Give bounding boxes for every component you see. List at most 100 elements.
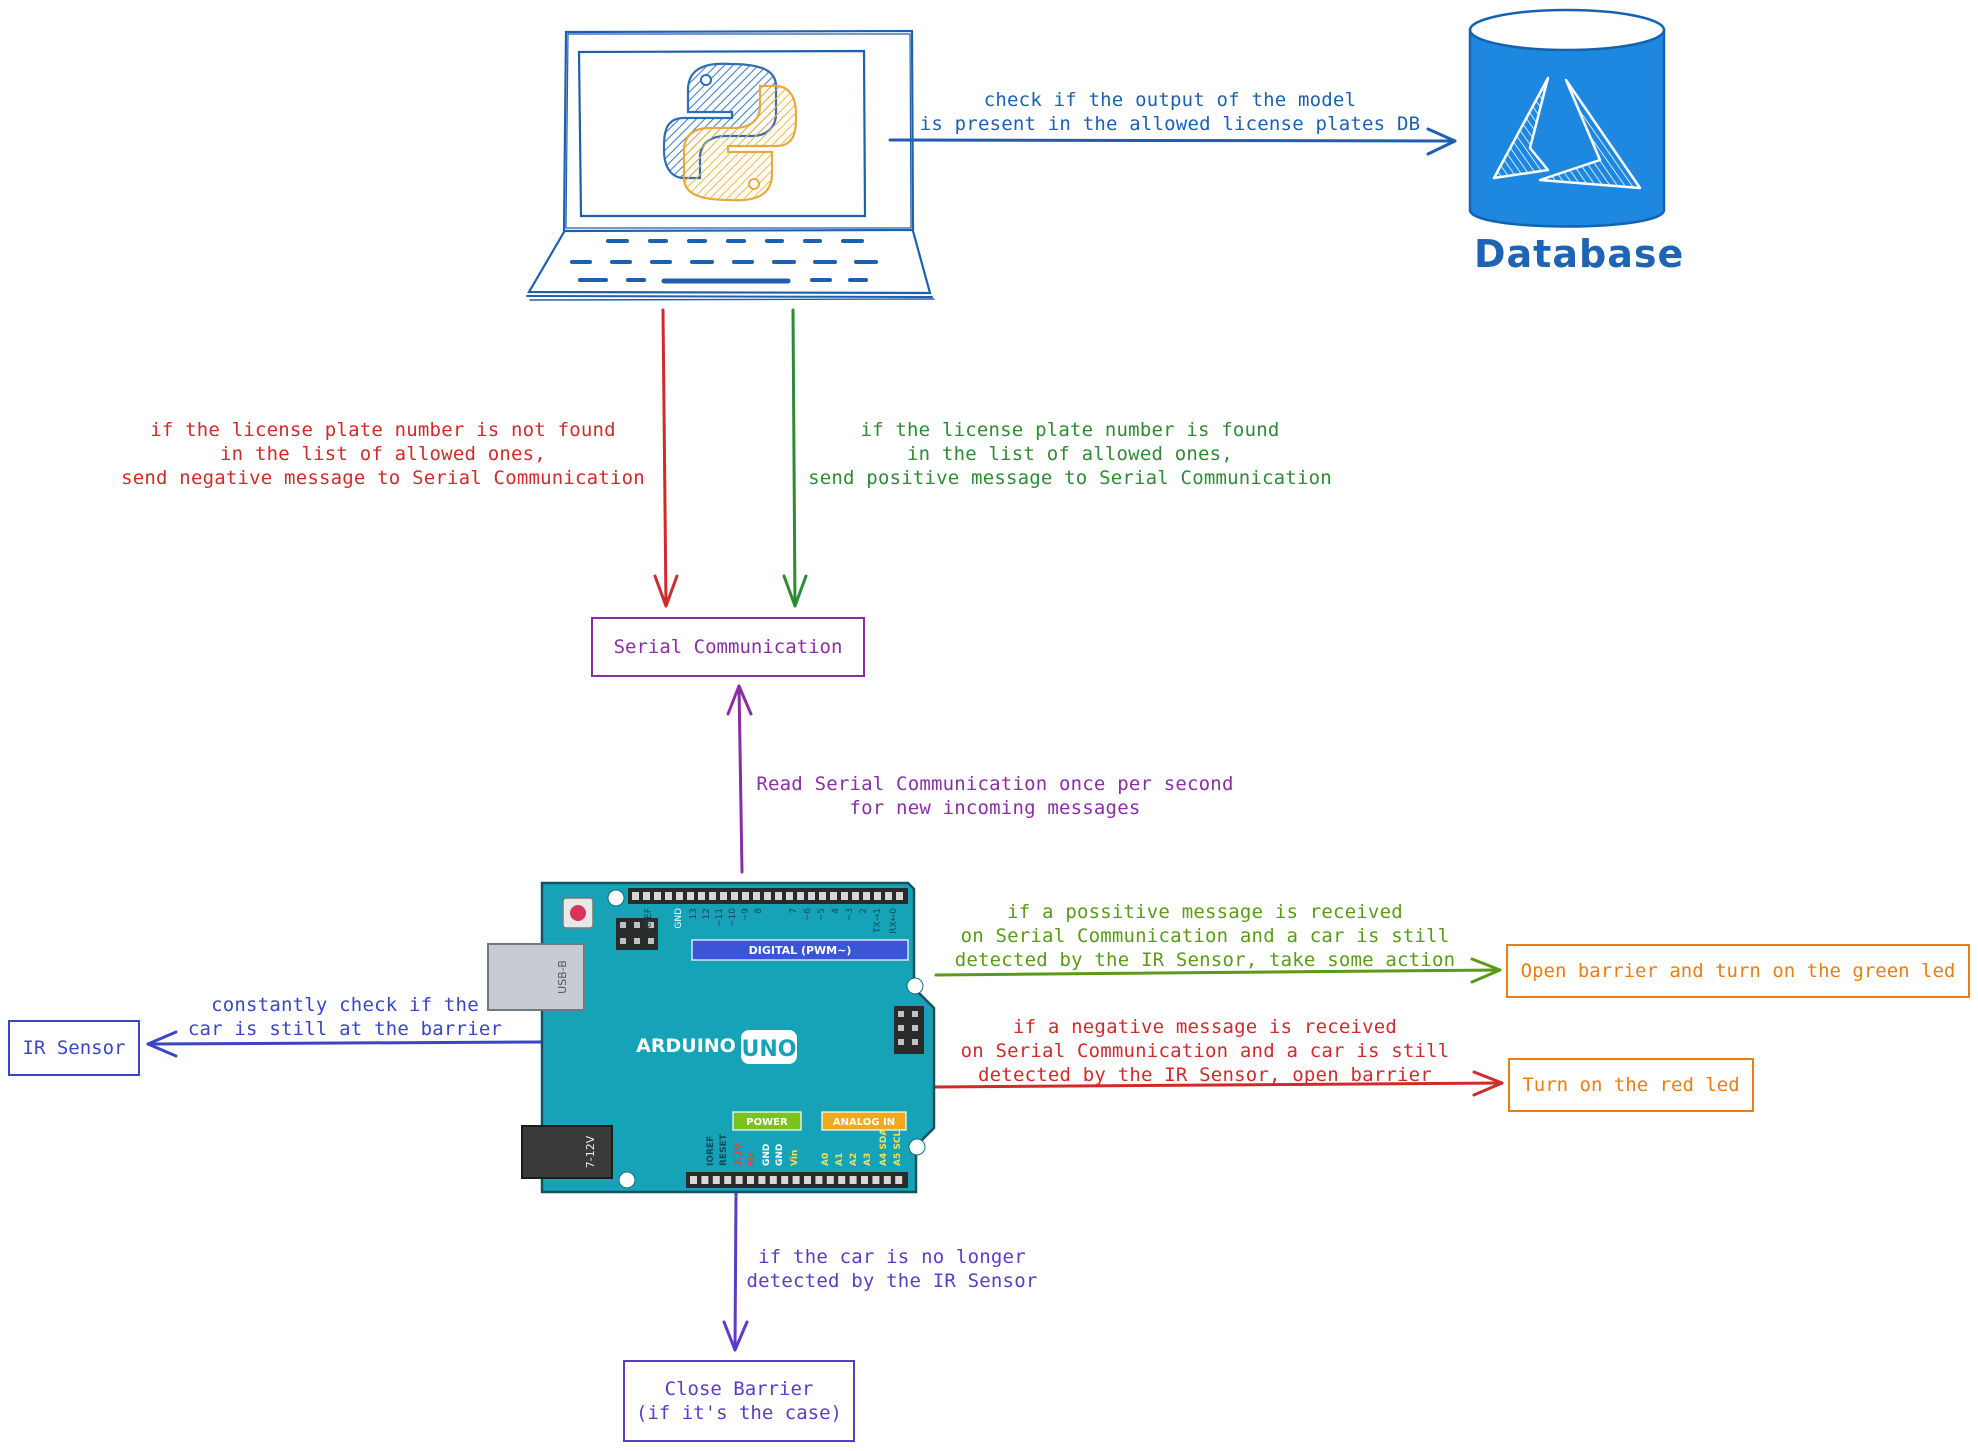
arrow-board-to-open-green [934, 957, 1502, 984]
header-pin-slot [863, 892, 870, 900]
arrow-board-to-red-led [932, 1070, 1504, 1097]
digital-pwm-label: DIGITAL (PWM~) [749, 944, 852, 957]
header-pin-slot [861, 1176, 868, 1184]
header-pin-slot [758, 1176, 766, 1184]
header-pin-slot [808, 892, 815, 900]
header-pin-slot [804, 1176, 811, 1184]
top-pin-label: AREF [644, 908, 654, 931]
bottom-pin-label: GND [762, 1144, 772, 1166]
top-pin-label: ~9 [741, 908, 751, 922]
header-pin-slot [724, 1176, 732, 1184]
bottom-pin-label: A1 [835, 1153, 845, 1166]
bottom-pin-label: GND [775, 1144, 785, 1166]
top-pin-label: GND [674, 908, 684, 929]
dc-jack [521, 1125, 613, 1179]
header-pin-slot [830, 892, 837, 900]
top-pin-label: ~5 [817, 908, 827, 921]
header-pin-slot [775, 892, 782, 900]
bottom-pin-label: 5V [747, 1153, 757, 1166]
header-pin-slot [731, 892, 738, 900]
header-pin-slot [712, 1176, 720, 1184]
top-pin-label: RX←0 [889, 908, 899, 934]
header-pin-slot [720, 892, 727, 900]
header-pin-slot [735, 1176, 743, 1184]
bottom-pin-label: 3.3V [734, 1143, 744, 1166]
uno-model-label: UNO [742, 1037, 797, 1062]
header-pin-slot [687, 892, 694, 900]
header-pin-slot [676, 892, 683, 900]
header-pin-slot [632, 892, 639, 900]
header-pin-slot [874, 892, 881, 900]
header-pin-slot [786, 892, 793, 900]
edge-label-negative-received: if a negative message is received on Ser… [960, 1016, 1450, 1086]
edge-label-negative: if the license plate number is not found… [121, 419, 645, 489]
edge-label-read-serial: Read Serial Communication once per secon… [756, 773, 1234, 819]
top-pin-label: ~11 [715, 908, 725, 927]
bottom-pin-label: A4 SDA [879, 1129, 889, 1166]
close-barrier-box: Close Barrier (if it's the case) [623, 1360, 855, 1442]
header-pin-slot [747, 1176, 754, 1184]
header-pin-slot [698, 892, 705, 900]
arrow-laptop-to-database [888, 127, 1457, 156]
header-pin-slot [819, 892, 826, 900]
bottom-pin-label: RESET [719, 1133, 729, 1166]
header-pin-slot [883, 1176, 891, 1184]
bottom-pin-label: IOREF [706, 1136, 716, 1166]
edge-label-possitive-received: if a possitive message is received on Se… [954, 901, 1456, 971]
header-pin-slot [885, 892, 892, 900]
dc-jack-label: 7-12V [584, 1135, 597, 1168]
top-pin-label: 7 [789, 908, 799, 914]
header-pin-slot [838, 1176, 846, 1184]
database-icon [1468, 8, 1666, 228]
usb-port [487, 943, 585, 1011]
edge-label-check-ir: constantly check if the car is still at … [187, 994, 503, 1040]
python-logo-icon [662, 62, 798, 202]
usb-label: USB-B [556, 960, 569, 994]
edge-label-laptop-to-db: check if the output of the model is pres… [919, 89, 1421, 135]
header-pin-slot [872, 1176, 880, 1184]
header-pin-slot [690, 1176, 697, 1184]
edge-label-no-longer: if the car is no longer detected by the … [746, 1246, 1038, 1292]
ir-sensor-box: IR Sensor [8, 1020, 140, 1076]
header-pin-slot [896, 892, 903, 900]
bottom-pin-label: Vin [790, 1150, 800, 1166]
serial-communication-box: Serial Communication [591, 617, 865, 677]
header-pin-slot [895, 1176, 903, 1184]
header-pin-slot [849, 1176, 857, 1184]
header-pin-slot [792, 1176, 800, 1184]
red-led-box: Turn on the red led [1508, 1058, 1754, 1112]
open-barrier-green-led-box: Open barrier and turn on the green led [1506, 944, 1970, 998]
arrow-board-to-close-barrier [722, 1190, 749, 1352]
header-pin-slot [753, 892, 760, 900]
top-pin-label: 4 [831, 908, 841, 914]
header-pin-slot [841, 892, 848, 900]
arrow-negative-to-serial [653, 308, 679, 608]
top-pin-label: 12 [702, 908, 712, 919]
top-pin-label: ~3 [845, 908, 855, 921]
top-pin-label: TX→1 [873, 908, 883, 934]
arrow-board-to-ir-sensor [146, 1030, 544, 1058]
laptop-icon [526, 29, 935, 301]
arrow-board-to-serial [726, 684, 753, 874]
header-pin-slot [709, 892, 716, 900]
header-pin-slot [797, 892, 804, 900]
bottom-pin-label: A5 SCL [893, 1131, 903, 1166]
top-pin-label: 8 [754, 908, 764, 914]
header-pin-slot [769, 1176, 777, 1184]
top-pin-label: 2 [859, 908, 869, 914]
header-pin-slot [654, 892, 661, 900]
edge-label-positive: if the license plate number is found in … [808, 419, 1332, 489]
database-label: Database [1474, 232, 1685, 276]
bottom-pin-label: A0 [821, 1153, 831, 1166]
header-pin-slot [852, 892, 859, 900]
header-pin-slot [742, 892, 749, 900]
arduino-brand-label: ARDUINO [636, 1035, 736, 1057]
header-pin-slot [781, 1176, 789, 1184]
analog-in-label: ANALOG IN [833, 1117, 895, 1128]
header-pin-slot [764, 892, 771, 900]
header-pin-slot [826, 1176, 834, 1184]
power-label: POWER [746, 1117, 788, 1128]
